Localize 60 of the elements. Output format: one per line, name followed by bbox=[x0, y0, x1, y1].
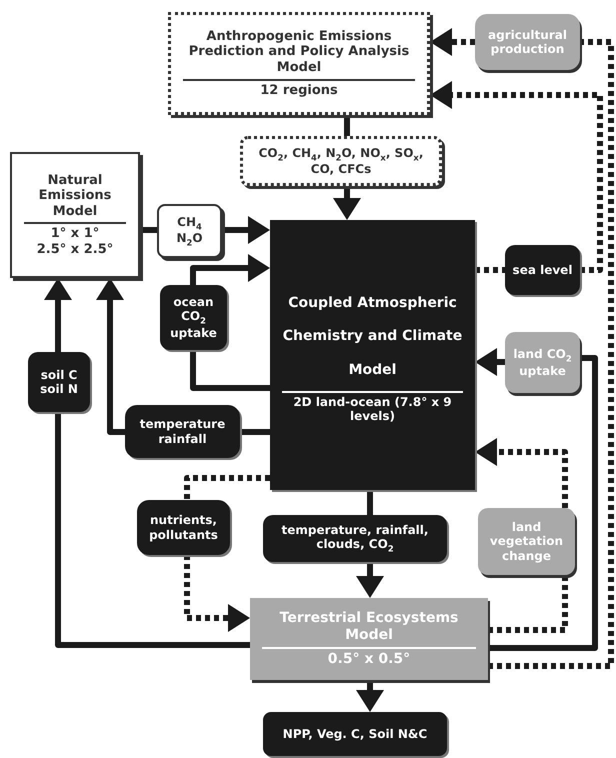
connector bbox=[190, 254, 270, 285]
data-label: nutrients, pollutants bbox=[148, 513, 219, 542]
data-label: agricultural production bbox=[487, 28, 568, 56]
model-box bbox=[10, 152, 140, 278]
resolution-text: 2D land-ocean (7.8° x 9 levels) bbox=[282, 390, 463, 424]
data-label: land vegetation change bbox=[488, 520, 564, 564]
dotted-connector bbox=[488, 575, 568, 633]
model-name: Natural Emissions Model bbox=[38, 172, 112, 220]
data-box bbox=[240, 136, 442, 186]
resolution-text: 1° x 1° bbox=[24, 222, 126, 242]
connector bbox=[356, 562, 384, 598]
dotted-connector bbox=[184, 475, 270, 500]
model-name: Anthropogenic Emissions Prediction and Policy Analysis Model bbox=[188, 28, 410, 76]
resolution-text: 0.5° x 0.5° bbox=[262, 646, 476, 668]
connector bbox=[96, 278, 125, 435]
data-label: CO$_{2}$, CH$_{4}$, N$_{2}$O, NO$_{x}$, SO$_{x}$, CO, CFCs bbox=[258, 146, 424, 176]
data-label: temperature rainfall bbox=[138, 417, 226, 446]
data-box bbox=[160, 285, 227, 350]
connector bbox=[140, 227, 157, 233]
resolution-text: 2.5° x 2.5° bbox=[36, 242, 114, 258]
data-box bbox=[125, 405, 240, 458]
dotted-connector bbox=[430, 28, 475, 56]
connector bbox=[44, 278, 72, 352]
connector bbox=[240, 429, 270, 435]
data-label: ocean CO$_{2}$ uptake bbox=[169, 294, 218, 340]
connector bbox=[475, 348, 505, 376]
data-label: land CO$_{2}$ uptake bbox=[512, 347, 573, 378]
connector bbox=[488, 355, 598, 651]
data-label: temperature, rainfall, clouds, CO$_{2}$ bbox=[280, 523, 430, 554]
model-box bbox=[270, 220, 475, 490]
dotted-connector bbox=[475, 267, 505, 273]
connector bbox=[333, 186, 361, 220]
dotted-connector bbox=[184, 555, 250, 632]
data-box bbox=[28, 352, 90, 412]
model-box bbox=[250, 598, 488, 680]
connector bbox=[367, 490, 373, 515]
data-label: soil C soil N bbox=[39, 368, 79, 396]
connector bbox=[190, 350, 270, 391]
model-name: Coupled Atmospheric Chemistry and Climate Model bbox=[282, 294, 464, 380]
data-box bbox=[505, 332, 580, 393]
connector bbox=[222, 216, 270, 244]
dotted-connector bbox=[475, 438, 568, 508]
resolution-text: 12 regions bbox=[183, 78, 415, 98]
data-label: NPP, Veg. C, Soil N&C bbox=[282, 726, 428, 742]
data-box bbox=[263, 712, 447, 756]
data-box bbox=[475, 14, 580, 70]
connector bbox=[356, 680, 384, 712]
dotted-connector bbox=[488, 39, 614, 669]
model-name: Terrestrial Ecosystems Model bbox=[278, 610, 460, 644]
connector bbox=[344, 115, 350, 136]
model-box bbox=[168, 12, 430, 115]
data-box bbox=[263, 515, 447, 562]
dotted-connector bbox=[430, 81, 603, 273]
data-box bbox=[478, 508, 575, 575]
data-box bbox=[157, 204, 222, 258]
data-label: CH$_{4}$ N$_{2}$O bbox=[175, 214, 204, 248]
data-box bbox=[137, 500, 230, 555]
connector bbox=[55, 412, 250, 648]
data-box bbox=[505, 245, 580, 295]
data-label: sea level bbox=[512, 262, 572, 278]
